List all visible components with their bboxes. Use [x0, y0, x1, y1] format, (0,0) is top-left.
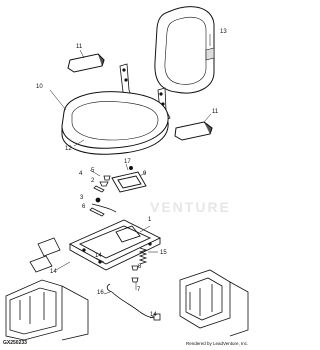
callout-14-left: 14 — [50, 269, 57, 275]
callout-17: 17 — [124, 159, 131, 165]
armrest-right — [174, 121, 213, 141]
figure-id: GX250233 — [3, 340, 27, 346]
seat-pan — [68, 219, 162, 271]
seat-assembly-diagram: VENTURE — [5, 6, 249, 341]
callout-1: 1 — [148, 217, 152, 223]
watermark-text: VENTURE — [150, 199, 231, 215]
callout-12: 12 — [65, 146, 72, 152]
callout-3: 3 — [80, 195, 84, 201]
seat-back — [154, 6, 215, 94]
callout-7: 7 — [137, 287, 141, 293]
callout-8: 8 — [138, 264, 142, 270]
callout-5: 5 — [91, 168, 95, 174]
seat-cushion — [61, 91, 169, 155]
callout-11-left: 11 — [76, 44, 83, 50]
credit-text: Rendered by LeadVenture, Inc. — [186, 341, 249, 346]
callout-10: 10 — [36, 84, 43, 90]
callout-4: 4 — [79, 171, 83, 177]
leader-lines — [49, 34, 212, 319]
callout-2: 2 — [91, 178, 95, 184]
armrest-left — [67, 53, 105, 73]
fasteners — [131, 265, 139, 283]
callout-9: 9 — [143, 171, 147, 177]
spring — [138, 247, 148, 265]
callout-11-right: 11 — [212, 109, 219, 115]
seat-switch-plate — [111, 166, 147, 193]
callout-labels: 1 2 3 4 5 6 7 8 9 10 11 11 12 13 14 14 1… — [36, 29, 227, 318]
callout-13: 13 — [220, 29, 227, 35]
callout-15: 15 — [160, 250, 167, 256]
tractor-frame — [5, 237, 249, 341]
callout-14-mid: 14 — [95, 253, 102, 259]
watermark: VENTURE — [150, 199, 231, 215]
callout-16: 16 — [97, 290, 104, 296]
callout-14-bottom: 14 — [150, 312, 157, 318]
callout-6: 6 — [82, 204, 86, 210]
seat-switch-hardware — [89, 175, 117, 217]
